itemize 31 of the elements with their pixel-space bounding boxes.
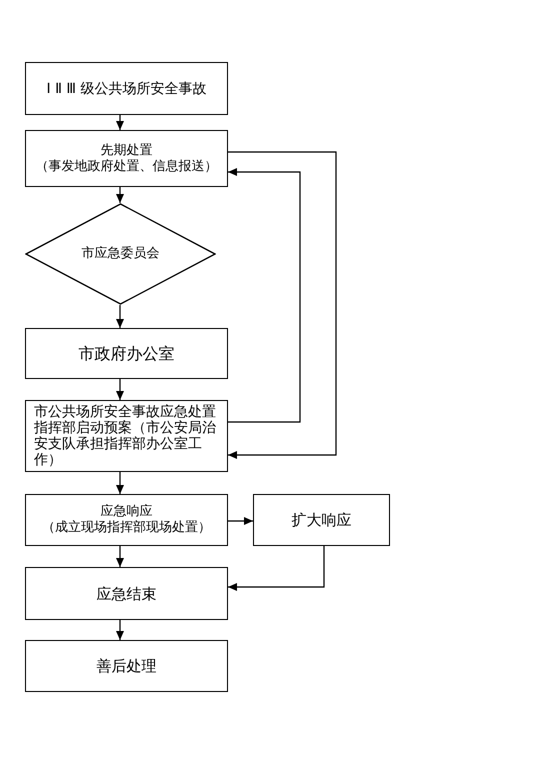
- arrow: [228, 517, 253, 525]
- box-text: 市应急委员会: [82, 246, 160, 262]
- arrow: [116, 546, 124, 567]
- process-box: [25, 567, 228, 620]
- arrow: [116, 187, 124, 203]
- arrow: [116, 472, 124, 494]
- process-box: [25, 400, 228, 472]
- process-box: [25, 130, 228, 187]
- box-text: 扩大响应: [292, 512, 352, 528]
- box-text: （成立现场指挥部现场处置）: [42, 520, 211, 536]
- box-text: 应急响应: [100, 504, 152, 520]
- decision-diamond: [25, 203, 216, 305]
- box-text: 市公共场所安全事故应急处置指挥部启动预案（市公安局治安支队承担指挥部办公室工作）: [34, 404, 217, 468]
- box-text: 先期处置: [100, 142, 152, 158]
- arrow: [228, 546, 325, 591]
- process-box: [25, 640, 228, 692]
- process-box: [253, 494, 390, 546]
- arrow: [228, 168, 301, 423]
- box-text: Ⅰ Ⅱ Ⅲ 级公共场所安全事故: [46, 80, 207, 96]
- box-text: 应急结束: [96, 586, 156, 602]
- box-text: 市政府办公室: [78, 346, 174, 362]
- process-box: [25, 328, 228, 379]
- box-text: 善后处理: [96, 658, 156, 674]
- process-box: [25, 62, 228, 115]
- arrow: [116, 115, 124, 130]
- arrow: [116, 620, 124, 640]
- arrow: [116, 305, 124, 328]
- process-box: [25, 494, 228, 546]
- arrow: [116, 379, 124, 400]
- arrow: [228, 151, 337, 459]
- box-text: （事发地政府处置、信息报送）: [36, 158, 218, 174]
